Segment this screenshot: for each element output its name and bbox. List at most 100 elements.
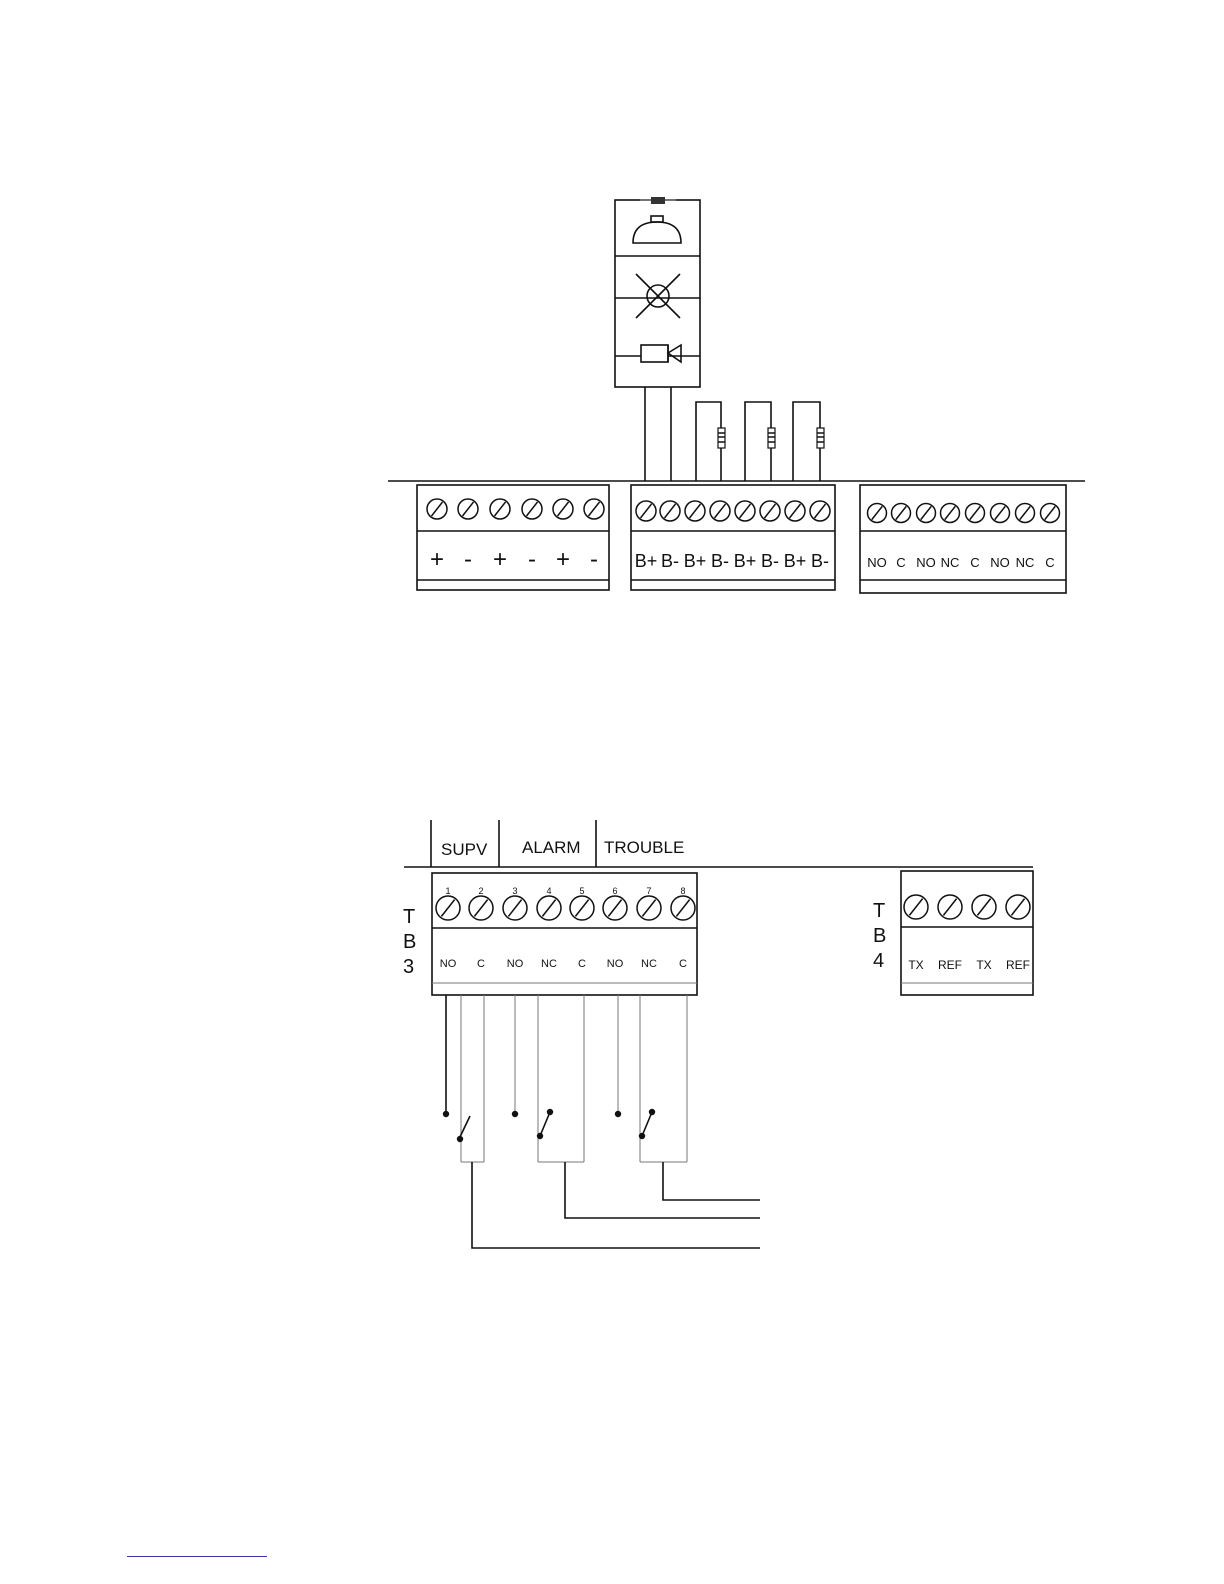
terminal-block-power: +-+-+- (417, 485, 609, 590)
eol-loop-1 (696, 402, 725, 481)
terminal-screw-icon (570, 896, 594, 920)
terminal-block-tb3: T B 3 1 2 3 4 5 6 7 8 NO C NO NC C NO NC C (403, 873, 697, 995)
terminal-screw-icon (892, 504, 911, 523)
terminal-screw-icon (469, 896, 493, 920)
terminal-label: C (970, 555, 979, 570)
terminal-screw-icon (917, 504, 936, 523)
relay-header: SUPV ALARM TROUBLE (404, 820, 1033, 867)
terminal-screw-icon (972, 895, 996, 919)
terminal-label: NO (607, 958, 624, 970)
terminal-screw-icon (1041, 504, 1060, 523)
terminal-screw-icon (603, 896, 627, 920)
terminal-screw-icon (671, 896, 695, 920)
terminal-number: 3 (512, 886, 517, 896)
header-supv: SUPV (441, 840, 488, 859)
terminal-label: B+ (734, 551, 757, 571)
terminal-label: TX (908, 958, 923, 972)
terminal-screw-icon (868, 504, 887, 523)
footer-link-underline[interactable] (127, 1556, 267, 1557)
terminal-label: REF (938, 958, 962, 972)
terminal-block-nac: B+B-B+B-B+B-B+B- (631, 485, 835, 590)
tb3-name-2: B (403, 931, 416, 953)
terminal-label: C (1045, 555, 1054, 570)
terminal-label: B- (711, 551, 729, 571)
terminal-screw-icon (660, 501, 680, 521)
terminal-label: NO (990, 555, 1010, 570)
header-trouble: TROUBLE (604, 838, 684, 857)
terminal-label: + (493, 546, 507, 573)
terminal-screw-icon (735, 501, 755, 521)
terminal-label: TX (976, 958, 991, 972)
eol-resistor-icon (640, 197, 676, 204)
terminal-number: 8 (680, 886, 685, 896)
terminal-screw-icon (966, 504, 985, 523)
terminal-number: 2 (478, 886, 483, 896)
terminal-label: - (590, 546, 598, 573)
notification-device-stack (615, 197, 700, 481)
terminal-label: NO (507, 958, 524, 970)
terminal-label: B+ (684, 551, 707, 571)
terminal-label: B- (811, 551, 829, 571)
tb4-name-2: B (873, 925, 886, 947)
resistor-icon (817, 428, 824, 448)
terminal-label: B+ (784, 551, 807, 571)
terminal-label: - (528, 546, 536, 573)
terminal-screw-icon (637, 896, 661, 920)
tb3-name-1: T (403, 906, 415, 928)
horn-icon (633, 216, 681, 243)
terminal-number: 5 (579, 886, 584, 896)
terminal-label: NO (916, 555, 936, 570)
terminal-number: 7 (646, 886, 651, 896)
terminal-label: B+ (635, 551, 658, 571)
terminal-screw-icon (991, 504, 1010, 523)
terminal-label: NO (867, 555, 887, 570)
terminal-screw-icon (1006, 895, 1030, 919)
terminal-label: NC (541, 958, 557, 970)
terminal-label: NC (641, 958, 657, 970)
terminal-number: 6 (612, 886, 617, 896)
terminal-screw-icon (458, 499, 478, 519)
eol-loop-3 (793, 402, 824, 481)
terminal-label: NC (941, 555, 960, 570)
header-alarm: ALARM (522, 838, 581, 857)
terminal-screw-icon (904, 895, 928, 919)
terminal-label: + (556, 546, 570, 573)
terminal-screw-icon (490, 499, 510, 519)
terminal-screw-icon (537, 896, 561, 920)
strobe-icon (636, 274, 680, 318)
terminal-screw-icon (427, 499, 447, 519)
terminal-screw-icon (584, 499, 604, 519)
terminal-label: REF (1006, 958, 1030, 972)
terminal-label: - (464, 546, 472, 573)
terminal-block-relay: NO C NO NC C NO NC C (860, 485, 1066, 593)
terminal-screw-icon (785, 501, 805, 521)
terminal-screw-icon (810, 501, 830, 521)
terminal-label: C (679, 958, 687, 970)
terminal-label: C (477, 958, 485, 970)
terminal-screw-icon (553, 499, 573, 519)
terminal-block-tb4: T B 4 TX REF TX REF (873, 871, 1033, 995)
terminal-label: B- (761, 551, 779, 571)
terminal-label: NC (1016, 555, 1035, 570)
terminal-screw-icon (1016, 504, 1035, 523)
terminal-screw-icon (760, 501, 780, 521)
terminal-screw-icon (522, 499, 542, 519)
tb4-name-3: 4 (873, 950, 884, 972)
tb3-name-3: 3 (403, 956, 414, 978)
terminal-number: 4 (546, 886, 551, 896)
terminal-screw-icon (941, 504, 960, 523)
tb4-name-1: T (873, 900, 885, 922)
eol-loop-2 (745, 402, 775, 481)
terminal-screw-icon (938, 895, 962, 919)
resistor-icon (718, 428, 725, 448)
terminal-label: C (578, 958, 586, 970)
terminal-label: NO (440, 958, 457, 970)
terminal-number: 1 (445, 886, 450, 896)
terminal-label: C (896, 555, 905, 570)
terminal-screw-icon (685, 501, 705, 521)
terminal-screw-icon (710, 501, 730, 521)
relay-wiring (443, 995, 760, 1248)
terminal-screw-icon (436, 896, 460, 920)
terminal-screw-icon (636, 501, 656, 521)
